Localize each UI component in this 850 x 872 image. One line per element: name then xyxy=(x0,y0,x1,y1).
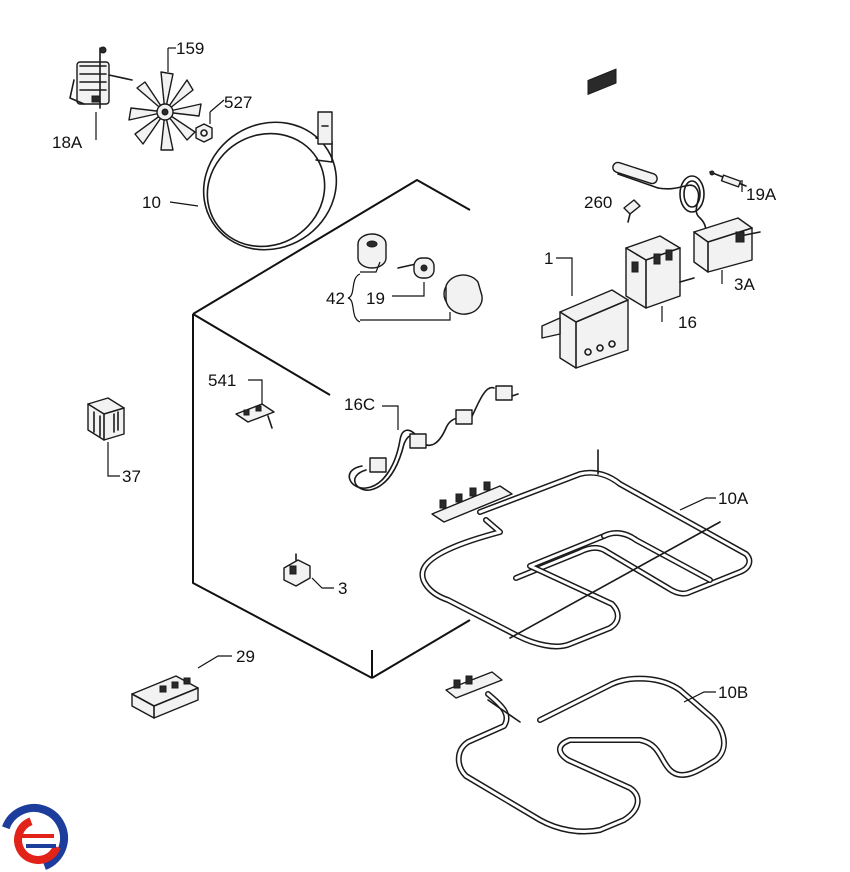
terminal-block-part xyxy=(131,675,199,719)
label-37: 37 xyxy=(122,467,141,486)
label-29: 29 xyxy=(236,647,255,666)
label-10b: 10B xyxy=(718,683,748,702)
knob-assembly-part xyxy=(357,233,483,315)
selector-switch-part xyxy=(625,235,695,309)
label-16c: 16C xyxy=(344,395,375,414)
thermostat-part xyxy=(612,161,761,273)
bottom-heating-element-part xyxy=(445,671,727,835)
thermostat-probe-part xyxy=(709,170,747,188)
label-1: 1 xyxy=(544,249,553,268)
oven-cabinet xyxy=(192,179,471,679)
small-switch-part xyxy=(283,553,311,587)
label-10: 10 xyxy=(142,193,161,212)
label-19: 19 xyxy=(366,289,385,308)
label-3: 3 xyxy=(338,579,347,598)
label-18a: 18A xyxy=(52,133,83,152)
label-10a: 10A xyxy=(718,489,749,508)
label-16: 16 xyxy=(678,313,697,332)
circular-heating-element-part xyxy=(202,111,338,251)
fan-motor-part xyxy=(69,46,133,109)
top-grill-element-part xyxy=(419,449,753,650)
label-19a: 19A xyxy=(746,185,777,204)
wiring-harness-part xyxy=(348,385,519,491)
label-3a: 3A xyxy=(734,275,755,294)
label-527: 527 xyxy=(224,93,252,112)
label-42: 42 xyxy=(326,289,345,308)
label-541: 541 xyxy=(208,371,236,390)
clip-part xyxy=(623,199,641,223)
electronic-timer-part xyxy=(541,68,629,369)
bracket-part xyxy=(235,403,275,429)
fan-nut-part xyxy=(195,123,213,143)
connector-block-part xyxy=(87,397,125,441)
brand-logo-icon xyxy=(0,804,68,872)
fan-blade-part xyxy=(128,71,202,151)
label-159: 159 xyxy=(176,39,204,58)
label-260: 260 xyxy=(584,193,612,212)
